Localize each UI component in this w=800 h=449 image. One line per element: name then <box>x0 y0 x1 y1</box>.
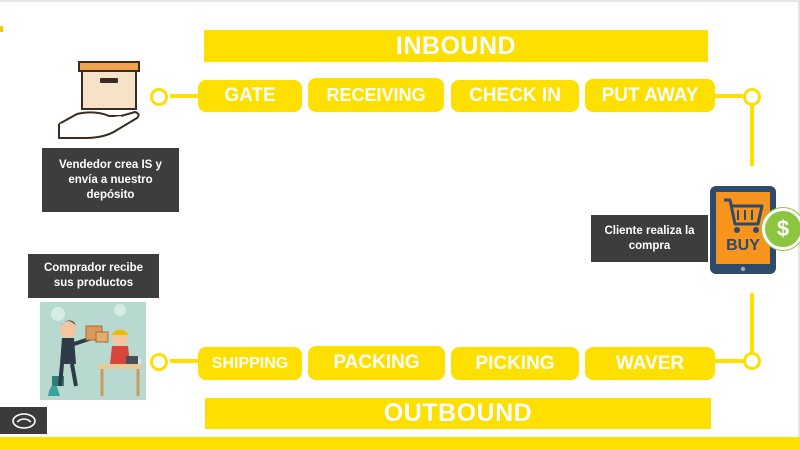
customer-caption: Cliente realiza la compra <box>591 215 708 262</box>
inbound-connector-right <box>715 94 743 98</box>
buyer-caption: Comprador recibe sus productos <box>28 254 159 298</box>
dollar-coin-icon: $ <box>762 208 800 250</box>
phone-cart-icon: BUY <box>710 186 776 274</box>
inbound-end-node <box>743 88 761 106</box>
right-vertical-connector-top <box>750 106 754 166</box>
dollar-sign: $ <box>776 216 790 241</box>
corner-logo-icon <box>0 407 47 434</box>
customer-caption-text: Cliente realiza la compra <box>604 224 695 252</box>
seller-caption: Vendedor crea IS y envía a nuestro depós… <box>42 148 179 212</box>
buy-label: BUY <box>726 237 760 254</box>
step-waver: WAVER <box>585 347 715 380</box>
inbound-connector-left <box>170 94 200 98</box>
outbound-banner: OUTBOUND <box>205 398 711 429</box>
outbound-connector-left <box>170 359 200 363</box>
right-vertical-connector-bottom <box>750 293 754 353</box>
delivery-illustration <box>40 302 146 400</box>
outbound-end-node <box>150 353 168 371</box>
outbound-connector-right <box>715 359 743 363</box>
step-picking: PICKING <box>451 347 579 380</box>
outbound-start-node <box>743 352 761 370</box>
step-gate: GATE <box>198 80 302 112</box>
buyer-caption-text: Comprador recibe sus productos <box>43 262 144 289</box>
box-in-hand-icon <box>55 58 145 143</box>
step-put-away: PUT AWAY <box>585 79 715 112</box>
step-check-in: CHECK IN <box>451 80 579 112</box>
step-packing: PACKING <box>308 346 445 380</box>
seller-caption-text: Vendedor crea IS y envía a nuestro depós… <box>59 158 162 201</box>
inbound-start-node <box>150 88 168 106</box>
inbound-banner: INBOUND <box>204 30 708 62</box>
step-receiving: RECEIVING <box>308 78 444 112</box>
step-shipping: SHIPPING <box>198 347 302 380</box>
corner-accent <box>0 26 3 32</box>
bottom-accent-bar <box>0 437 800 449</box>
frame-top-border <box>0 0 800 2</box>
